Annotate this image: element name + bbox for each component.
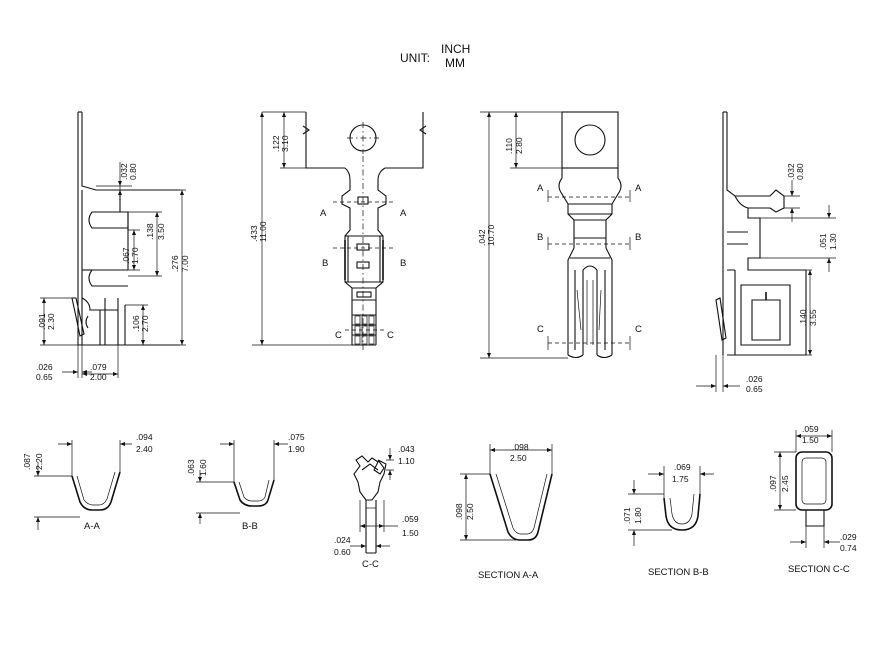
unit-primary: INCH <box>441 42 470 56</box>
v2-mark-a2: A <box>400 208 407 219</box>
sbb-label: SECTION B-B <box>648 567 709 578</box>
sc-d3-mm: 0.60 <box>334 547 351 557</box>
v3-d1-in: .110 <box>504 138 514 154</box>
scc-d2-in: .097 <box>768 475 778 492</box>
saa-d2-mm: 2.50 <box>465 503 475 520</box>
v2-mark-c2: C <box>387 330 394 341</box>
v4-d2-mm: 1.30 <box>828 233 838 250</box>
v4-d3-mm: 3.55 <box>808 309 818 326</box>
sa-d1-in: .087 <box>22 453 32 470</box>
top-view: A A B B C C .122 3.10 .433 11.00 <box>249 111 427 350</box>
side-view-left: .032 0.80 .138 3.50 .067 1.70 .276 7.00 … <box>36 111 190 382</box>
v1-d4-mm: 7.00 <box>180 255 190 272</box>
v4-d3-in: .140 <box>798 309 808 326</box>
scc-d3-mm: 0.74 <box>840 543 857 553</box>
sbb-d2-in: .071 <box>622 507 632 524</box>
v1-d8-in: .079 <box>90 362 107 372</box>
v2-d1-mm: 3.10 <box>280 135 290 152</box>
v3-mark-c2: C <box>635 324 642 335</box>
v4-d4-mm: 0.65 <box>746 384 763 394</box>
side-view-right: .032 0.80 .051 1.30 .140 3.55 .026 0.65 <box>696 111 838 394</box>
section-b-small: .063 1.60 .075 1.90 B-B <box>186 432 305 532</box>
sa-d2-in: .094 <box>136 432 153 442</box>
v4-d2-in: .051 <box>818 233 828 250</box>
scc-d1-mm: 1.50 <box>802 435 819 445</box>
v3-d2-mm: 10.70 <box>486 224 496 246</box>
v1-d7-in: .026 <box>36 362 53 372</box>
section-bb: .069 1.75 .071 1.80 SECTION B-B <box>622 462 714 578</box>
sc-d2-in: .059 <box>402 514 419 524</box>
sc-d1-mm: 1.10 <box>398 456 415 466</box>
unit-secondary: MM <box>445 56 465 70</box>
saa-d1-mm: 2.50 <box>510 453 527 463</box>
v4-d4-in: .026 <box>746 374 763 384</box>
v3-d1-mm: 2.80 <box>514 137 524 154</box>
sb-d2-in: .075 <box>288 432 305 442</box>
v2-mark-b2: B <box>400 258 406 269</box>
sa-d2-mm: 2.40 <box>136 444 153 454</box>
saa-d1-in: .098 <box>512 442 529 452</box>
section-c-small: .043 1.10 .059 1.50 .024 0.60 C-C <box>334 444 419 570</box>
section-aa: .098 2.50 .098 2.50 SECTION A-A <box>454 442 553 581</box>
v2-d2-mm: 11.00 <box>258 221 268 242</box>
sbb-d1-in: .069 <box>674 462 691 472</box>
unit-header: UNIT: INCH MM <box>400 42 470 70</box>
sbb-d2-mm: 1.80 <box>633 507 643 524</box>
sa-label: A-A <box>84 521 101 532</box>
v1-d8-mm: 2.00 <box>90 372 107 382</box>
saa-label: SECTION A-A <box>478 570 539 581</box>
sa-d1-mm: 2.20 <box>34 453 44 470</box>
v4-d1-in: .032 <box>786 163 796 180</box>
v1-d4-in: .276 <box>170 255 180 272</box>
v1-d3-in: .067 <box>121 247 131 264</box>
v2-mark-c1: C <box>335 330 342 341</box>
v1-d7-mm: 0.65 <box>36 372 53 382</box>
v3-mark-c1: C <box>537 324 544 335</box>
v2-d1-in: .122 <box>271 135 281 152</box>
section-cc: .059 1.50 .097 2.45 .029 0.74 SECTION C-… <box>768 424 857 575</box>
unit-label: UNIT: <box>400 51 430 65</box>
v2-d2-in: .433 <box>249 225 259 242</box>
sc-d3-in: .024 <box>334 535 351 545</box>
v3-mark-a1: A <box>537 183 544 194</box>
front-view: A A B B C C .110 2.80 .042 10.70 <box>477 111 642 359</box>
scc-d2-mm: 2.45 <box>780 475 790 492</box>
v1-d2-mm: 3.50 <box>156 223 166 240</box>
v1-d6-in: .106 <box>131 315 141 332</box>
v1-d5-in: .091 <box>37 313 47 330</box>
sb-d1-mm: 1.60 <box>198 459 208 476</box>
sc-label: C-C <box>362 559 379 570</box>
v1-d3-mm: 1.70 <box>130 247 140 264</box>
v3-d2-in: .042 <box>477 229 487 246</box>
v3-mark-b1: B <box>537 232 543 243</box>
v4-d1-mm: 0.80 <box>795 163 805 180</box>
sbb-d1-mm: 1.75 <box>672 474 689 484</box>
v3-mark-a2: A <box>635 183 642 194</box>
sc-d1-in: .043 <box>398 444 415 454</box>
sc-d2-mm: 1.50 <box>402 528 419 538</box>
v2-mark-a1: A <box>320 208 327 219</box>
sb-d1-in: .063 <box>186 459 196 476</box>
section-a-small: .087 2.20 .094 2.40 A-A <box>22 432 153 532</box>
scc-d3-in: .029 <box>840 532 857 542</box>
scc-label: SECTION C-C <box>788 564 850 575</box>
v1-d1-in: .032 <box>119 163 129 180</box>
sb-label: B-B <box>242 521 258 532</box>
saa-d2-in: .098 <box>454 503 464 520</box>
v2-mark-b1: B <box>322 258 328 269</box>
scc-d1-in: .059 <box>802 424 819 434</box>
v1-d5-mm: 2.30 <box>46 313 56 330</box>
v1-d1-mm: 0.80 <box>128 163 138 180</box>
sb-d2-mm: 1.90 <box>288 444 305 454</box>
v3-mark-b2: B <box>635 232 641 243</box>
v1-d6-mm: 2.70 <box>140 315 150 332</box>
v1-d2-in: .138 <box>145 223 155 240</box>
